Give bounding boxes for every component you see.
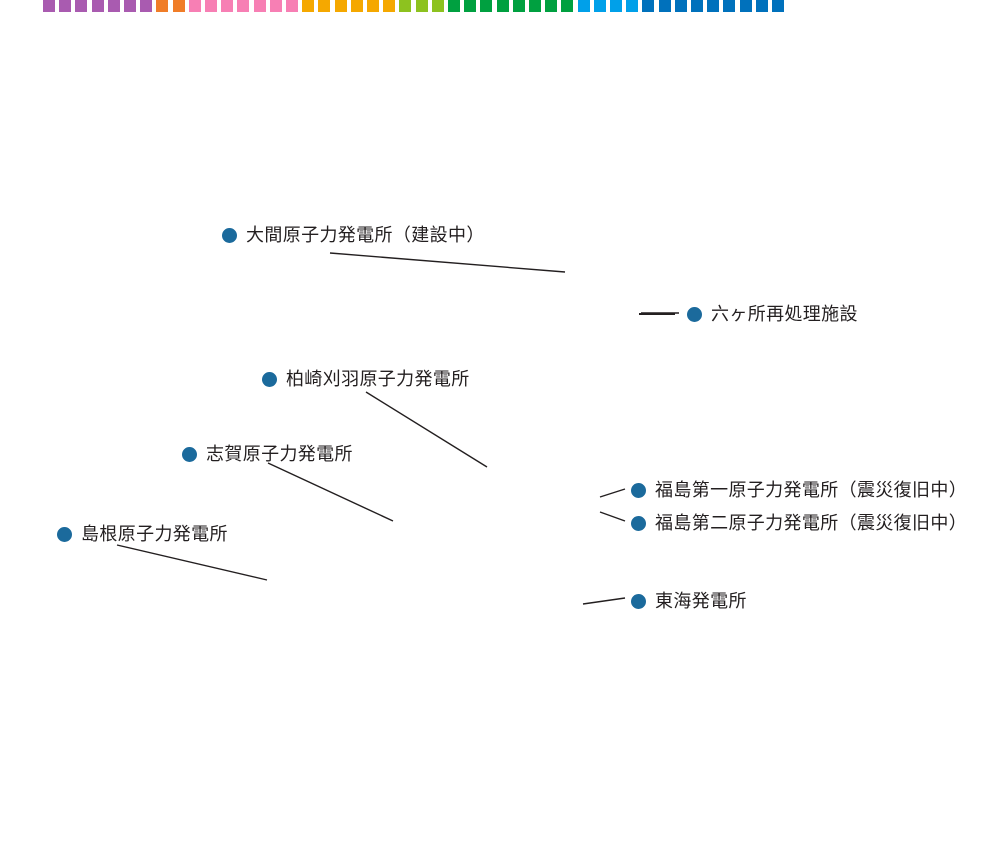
map-dot-tohoku	[577, 0, 590, 12]
map-dot-hokkaido	[707, 0, 720, 12]
map-dot-chugoku	[383, 0, 396, 12]
map-dot-shikoku	[253, 0, 266, 12]
leader-rule-icon	[639, 313, 675, 315]
facility-label-text: 六ヶ所再処理施設	[711, 304, 858, 324]
map-dot-chugoku	[318, 0, 331, 12]
facility-marker-dot-icon	[631, 593, 646, 609]
facility-marker-dot-icon	[631, 515, 646, 531]
map-dot-shikoku	[205, 0, 217, 12]
map-dot-tohoku	[593, 0, 606, 12]
map-dot-shikoku	[188, 0, 201, 12]
map-dot-chubu	[415, 0, 428, 12]
facility-label-text: 大間原子力発電所（建設中）	[246, 225, 485, 245]
map-dot-kanto	[480, 0, 493, 12]
map-dot-kyushu	[43, 0, 55, 12]
map-dot-kansai	[172, 0, 185, 12]
facility-label-fukushima2: 福島第二原子力発電所（震災復旧中）	[631, 514, 967, 532]
map-dot-chugoku	[334, 0, 347, 12]
facility-label-oma: 大間原子力発電所（建設中）	[222, 226, 485, 244]
map-dot-kyushu	[140, 0, 153, 12]
map-dot-kanto	[496, 0, 509, 12]
map-dot-shikoku	[286, 0, 298, 12]
facility-label-text: 柏崎刈羽原子力発電所	[286, 369, 470, 389]
map-dot-hokkaido	[772, 0, 784, 12]
map-dot-kanto	[545, 0, 558, 12]
facility-label-rokkasho: 六ヶ所再処理施設	[639, 305, 858, 323]
map-dot-hokkaido	[674, 0, 687, 12]
facility-marker-dot-icon	[182, 446, 197, 462]
map-dot-hokkaido	[723, 0, 736, 12]
facility-label-fukushima1: 福島第一原子力発電所（震災復旧中）	[631, 481, 967, 499]
map-dot-kanto	[464, 0, 477, 12]
facility-label-shika: 志賀原子力発電所	[182, 445, 353, 463]
map-dot-chugoku	[367, 0, 379, 12]
map-dot-chugoku	[350, 0, 363, 12]
facility-label-shimane: 島根原子力発電所	[57, 525, 228, 543]
map-dot-kanto	[448, 0, 460, 12]
map-dot-kanto	[512, 0, 525, 12]
map-dot-kansai	[156, 0, 169, 12]
facility-marker-dot-icon	[57, 526, 72, 542]
facility-label-tokai: 東海発電所	[631, 592, 747, 610]
map-dot-kyushu	[91, 0, 104, 12]
map-dot-kyushu	[107, 0, 120, 12]
map-dot-hokkaido	[642, 0, 655, 12]
map-dot-chugoku	[302, 0, 315, 12]
facility-label-text: 東海発電所	[655, 591, 747, 611]
map-dot-kanto	[561, 0, 574, 12]
map-dot-shikoku	[221, 0, 234, 12]
map-dot-shikoku	[269, 0, 282, 12]
map-dot-hokkaido	[691, 0, 703, 12]
facility-label-text: 福島第一原子力発電所（震災復旧中）	[655, 480, 968, 500]
map-dot-hokkaido	[658, 0, 671, 12]
facility-marker-dot-icon	[222, 227, 237, 243]
map-dot-chubu	[399, 0, 412, 12]
map-dot-shikoku	[237, 0, 250, 12]
map-dot-chubu	[431, 0, 444, 12]
facility-marker-dot-icon	[631, 482, 646, 498]
facility-label-text: 志賀原子力発電所	[206, 444, 353, 464]
facility-marker-dot-icon	[262, 371, 277, 387]
map-dot-tohoku	[610, 0, 622, 12]
facility-marker-dot-icon	[687, 306, 702, 322]
map-dot-hokkaido	[755, 0, 768, 12]
map-dot-kanto	[529, 0, 541, 12]
facility-label-text: 福島第二原子力発電所（震災復旧中）	[655, 513, 968, 533]
map-dot-kyushu	[59, 0, 72, 12]
map-dot-kyushu	[75, 0, 88, 12]
map-dot-hokkaido	[739, 0, 752, 12]
facility-label-kashiwazaki: 柏崎刈羽原子力発電所	[262, 370, 470, 388]
map-dot-kyushu	[124, 0, 136, 12]
map-dot-tohoku	[626, 0, 639, 12]
facility-label-text: 島根原子力発電所	[81, 524, 228, 544]
